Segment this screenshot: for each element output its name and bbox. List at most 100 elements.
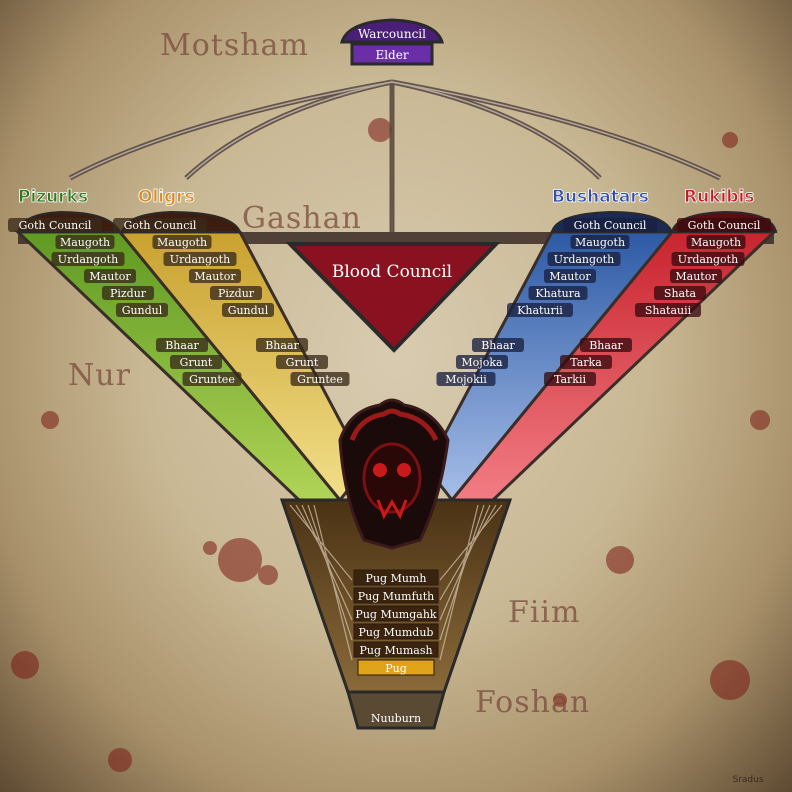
green-rank-label[interactable]: Bhaar	[165, 339, 199, 352]
green-rank-label[interactable]: Pizdur	[110, 287, 147, 300]
faction-oligrs[interactable]: Oligrs	[138, 187, 196, 208]
green-rank-bg	[8, 218, 102, 232]
yellow-rank-label[interactable]: Urdangoth	[170, 253, 230, 266]
green-rank-label[interactable]: Goth Council	[19, 219, 92, 232]
red-rank-bg	[670, 269, 722, 283]
yellow-rank-bg	[222, 303, 274, 317]
yellow-rank-bg	[276, 355, 328, 369]
pug-rank-label[interactable]: Pug Mumgahk	[355, 608, 436, 621]
blue-rank-label[interactable]: Mojoka	[461, 356, 503, 369]
blue-rank-label[interactable]: Khatura	[535, 287, 581, 300]
pug-rank-label[interactable]: Pug Mumash	[359, 644, 432, 657]
rank-labels: Goth CouncilMaugothUrdangothMautorPizdur…	[8, 218, 771, 386]
green-rank-label[interactable]: Grunt	[180, 356, 213, 369]
blue-rank-bg	[547, 252, 621, 266]
yellow-rank-label[interactable]: Gruntee	[297, 373, 343, 386]
yellow-rank-label[interactable]: Goth Council	[124, 219, 197, 232]
pug-rank-label[interactable]: Pug Mumh	[366, 572, 427, 585]
blue-rank-label[interactable]: Maugoth	[575, 236, 625, 249]
faction-pizurks[interactable]: Pizurks	[18, 187, 89, 208]
pug-rank-bg	[353, 587, 439, 604]
yellow-rank-label[interactable]: Bhaar	[265, 339, 299, 352]
yellow-rank-bg	[210, 286, 262, 300]
red-rank-label[interactable]: Tarka	[570, 356, 602, 369]
green-rank-bg	[182, 372, 242, 386]
pug-rank-label[interactable]: Pug Mumdub	[359, 626, 434, 639]
green-rank-bg	[102, 286, 154, 300]
yellow-rank-label[interactable]: Pizdur	[218, 287, 255, 300]
region-motsham: Motsham	[160, 28, 309, 63]
blue-rank-bg	[472, 338, 524, 352]
red-rank-bg	[686, 235, 746, 249]
yellow-rank-bg	[290, 372, 350, 386]
skull-emblem-icon	[338, 398, 450, 550]
blue-rank-bg	[570, 235, 630, 249]
blue-rank-bg	[436, 372, 496, 386]
red-rank-bg	[677, 218, 771, 232]
blue-rank-bg	[507, 303, 573, 317]
blue-rank-label[interactable]: Urdangoth	[554, 253, 614, 266]
yellow-rank-bg	[189, 269, 241, 283]
faction-rukibis[interactable]: Rukibis	[684, 187, 755, 208]
pug-fan-lines	[289, 504, 503, 661]
blood-splatters	[11, 118, 770, 772]
blue-rank-bg	[563, 218, 657, 232]
green-rank-bg	[51, 252, 125, 266]
yellow-rank-label[interactable]: Grunt	[286, 356, 319, 369]
nuuburn-box	[346, 690, 446, 730]
artist-signature: Sradus	[732, 775, 763, 785]
region-foshan: Foshan	[475, 685, 590, 720]
yellow-rank-label[interactable]: Mautor	[194, 270, 236, 283]
pug-rank-label[interactable]: Pug Mumfuth	[358, 590, 434, 603]
blue-rank-label[interactable]: Mojokii	[445, 373, 487, 386]
green-rank-bg	[55, 235, 115, 249]
blue-rank-bg	[528, 286, 588, 300]
green-rank-bg	[156, 338, 208, 352]
red-rank-label[interactable]: Shata	[664, 287, 697, 300]
green-rank-label[interactable]: Gundul	[122, 304, 163, 317]
pug-rank-label[interactable]: Nuuburn	[371, 712, 421, 725]
red-rank-label[interactable]: Goth Council	[688, 219, 761, 232]
pug-rank-bg	[353, 623, 439, 640]
green-rank-bg	[116, 303, 168, 317]
connector-arcs	[68, 79, 722, 232]
blue-rank-label[interactable]: Mautor	[549, 270, 591, 283]
region-fiim: Fiim	[508, 595, 580, 630]
yellow-rank-label[interactable]: Gundul	[228, 304, 269, 317]
pug-rank-bg	[353, 641, 439, 658]
blue-rank-label[interactable]: Khaturii	[517, 304, 563, 317]
blue-rank-bg	[544, 269, 596, 283]
warcouncil-label: Warcouncil	[358, 27, 426, 41]
warcouncil-box[interactable]: Warcouncil Elder	[339, 18, 445, 66]
pug-rank-bg	[357, 659, 435, 676]
pug-rank-label[interactable]: Pug	[385, 662, 407, 675]
elder-label: Elder	[375, 48, 408, 62]
yellow-rank-bg	[152, 235, 212, 249]
yellow-rank-bg	[163, 252, 237, 266]
red-rank-bg	[560, 355, 612, 369]
green-rank-label[interactable]: Mautor	[89, 270, 131, 283]
red-rank-label[interactable]: Urdangoth	[678, 253, 738, 266]
red-rank-bg	[544, 372, 596, 386]
yellow-rank-bg	[256, 338, 308, 352]
faction-bushatars[interactable]: Bushatars	[552, 187, 650, 208]
red-rank-bg	[580, 338, 632, 352]
red-rank-label[interactable]: Bhaar	[589, 339, 623, 352]
red-rank-label[interactable]: Tarkii	[554, 373, 586, 386]
red-rank-label[interactable]: Maugoth	[691, 236, 741, 249]
blood-council[interactable]: Blood Council	[285, 242, 501, 353]
red-rank-bg	[654, 286, 706, 300]
red-rank-label[interactable]: Shatauii	[645, 304, 692, 317]
pug-rank-bg	[353, 605, 439, 622]
green-rank-label[interactable]: Gruntee	[189, 373, 235, 386]
red-rank-label[interactable]: Mautor	[675, 270, 717, 283]
green-rank-label[interactable]: Maugoth	[60, 236, 110, 249]
yellow-rank-label[interactable]: Maugoth	[157, 236, 207, 249]
blue-rank-label[interactable]: Goth Council	[574, 219, 647, 232]
green-rank-label[interactable]: Urdangoth	[58, 253, 118, 266]
red-rank-bg	[635, 303, 701, 317]
blue-rank-label[interactable]: Bhaar	[481, 339, 515, 352]
